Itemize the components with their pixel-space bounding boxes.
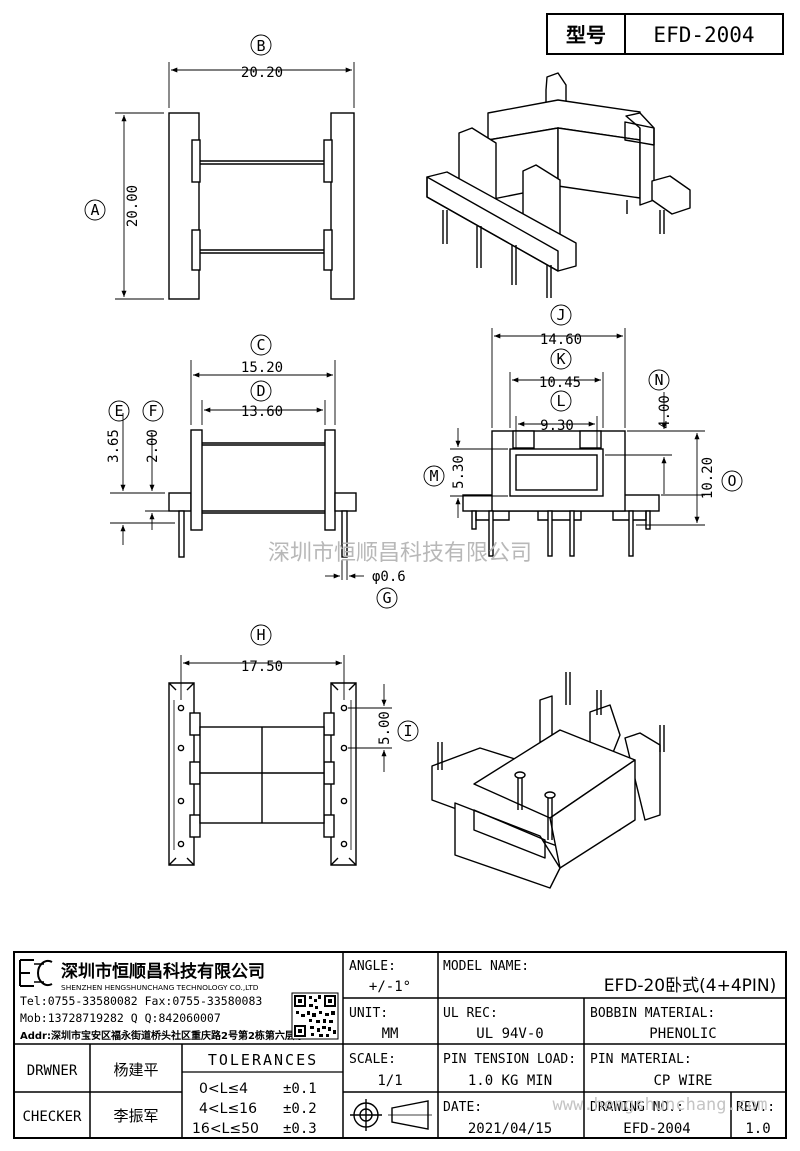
dim-f-value: 2.00 — [145, 429, 161, 463]
iso-view-top — [426, 72, 691, 298]
dim-m — [423, 428, 508, 518]
dim-o-letter: O — [727, 472, 736, 490]
scale-value: 1/1 — [377, 1073, 402, 1089]
dim-i-letter: I — [403, 722, 412, 740]
dim-n-o — [605, 369, 743, 526]
drawing-no-value: EFD-2004 — [623, 1121, 690, 1137]
dim-c-letter: C — [256, 336, 265, 354]
dim-j-letter: J — [556, 306, 565, 324]
front-view — [462, 430, 660, 557]
tol-row-1-range: 0<L≤4 — [199, 1081, 248, 1097]
bobbin-label: BOBBIN MATERIAL: — [590, 1006, 715, 1021]
tol-row-3-range: 16<L≤50 — [192, 1121, 259, 1137]
dim-g-letter: G — [382, 589, 391, 607]
dim-g-value: φ0.6 — [372, 569, 406, 585]
dim-k-value: 10.45 — [539, 375, 581, 391]
tension-value: 1.0 KG MIN — [468, 1073, 552, 1089]
dim-j-value: 14.60 — [540, 332, 582, 348]
bottom-view — [168, 682, 357, 866]
ul-value: UL 94V-0 — [476, 1026, 543, 1042]
model-title-box: 型号 EFD-2004 — [546, 13, 784, 55]
dim-a-letter: A — [90, 201, 99, 219]
date-label: DATE: — [443, 1100, 482, 1115]
company-tel: Tel:0755-33580082 Fax:0755-33580083 — [20, 994, 262, 1008]
tolerances-title: TOLERANCES — [208, 1051, 318, 1069]
company-name-cn: 深圳市恒顺昌科技有限公司 — [61, 961, 265, 982]
bobbin-value: PHENOLIC — [649, 1026, 716, 1042]
dim-h — [180, 624, 345, 700]
dim-m-letter: M — [429, 467, 438, 485]
company-name-en: SHENZHEN HENGSHUNCHANG TECHNOLOGY CO.,LT… — [61, 983, 259, 992]
dim-n-letter: N — [654, 371, 663, 389]
tension-label: PIN TENSION LOAD: — [443, 1052, 576, 1067]
side-view — [168, 429, 357, 558]
dim-j-k-l — [491, 304, 626, 448]
title-table — [13, 951, 787, 1139]
dim-l-value: 9.30 — [540, 418, 574, 434]
dim-c-d — [190, 334, 336, 425]
ul-label: UL REC: — [443, 1006, 498, 1021]
rev-value: 1.0 — [745, 1121, 770, 1137]
projection-symbol-icon — [350, 1099, 432, 1131]
unit-label: UNIT: — [349, 1006, 388, 1021]
qr-code — [291, 992, 339, 1040]
top-view — [168, 112, 355, 300]
tol-row-2-value: ±0.2 — [283, 1101, 317, 1117]
dim-l-letter: L — [556, 392, 565, 410]
dim-m-value: 5.30 — [451, 455, 467, 489]
dim-d-letter: D — [256, 382, 265, 400]
dim-g — [325, 560, 398, 609]
website-watermark: www.hengshunchang.com — [553, 1095, 768, 1115]
dim-o-value: 10.20 — [700, 457, 716, 499]
drawer-label: DRWNER — [27, 1063, 78, 1079]
dim-n-value: 4.00 — [657, 395, 673, 429]
model-name-label: MODEL NAME: — [443, 959, 529, 974]
dim-h-value: 17.50 — [241, 659, 283, 675]
company-addr: Addr:深圳市宝安区福永街道桥头社区重庆路2号第2栋第六层东 — [20, 1029, 305, 1042]
iso-view-bottom — [431, 672, 665, 889]
dim-e-value: 3.65 — [106, 429, 122, 463]
rev-label: REV.: — [736, 1100, 775, 1115]
checker-name: 李振军 — [113, 1107, 158, 1125]
angle-value: +/-1° — [369, 979, 411, 995]
drawer-name: 杨建平 — [113, 1061, 158, 1079]
dim-i — [348, 684, 419, 772]
tol-row-3-value: ±0.3 — [283, 1121, 317, 1137]
dim-d-value: 13.60 — [241, 404, 283, 420]
dim-i-value: 5.00 — [377, 711, 393, 745]
model-label: 型号 — [566, 23, 606, 47]
unit-value: MM — [382, 1026, 399, 1042]
company-mob: Mob:13728719282 Q Q:842060007 — [20, 1011, 221, 1025]
dim-c-value: 15.20 — [241, 360, 283, 376]
model-name-value: EFD-20卧式(4+4PIN) — [604, 976, 777, 996]
dim-b-letter: B — [256, 37, 265, 55]
company-logo — [19, 959, 53, 987]
pin-label: PIN MATERIAL: — [590, 1052, 692, 1067]
watermark-text: 深圳市恒顺昌科技有限公司 — [268, 541, 532, 566]
dim-k-letter: K — [556, 350, 565, 368]
model-number: EFD-2004 — [653, 23, 754, 47]
pin-value: CP WIRE — [653, 1073, 712, 1089]
drawing-no-label: DRAWING NO.: — [590, 1100, 684, 1115]
dim-e-f — [108, 400, 178, 545]
dim-e-letter: E — [114, 402, 123, 420]
dim-a — [84, 112, 164, 300]
tol-row-1-value: ±0.1 — [283, 1081, 317, 1097]
date-value: 2021/04/15 — [468, 1121, 552, 1137]
dim-b-value: 20.20 — [241, 65, 283, 81]
angle-label: ANGLE: — [349, 959, 396, 974]
scale-label: SCALE: — [349, 1052, 396, 1067]
dim-a-value: 20.00 — [125, 185, 141, 227]
dim-b — [168, 34, 355, 108]
checker-label: CHECKER — [22, 1109, 82, 1125]
tol-row-2-range: 4<L≤16 — [199, 1101, 257, 1117]
dim-h-letter: H — [256, 626, 265, 644]
dim-f-letter: F — [148, 402, 157, 420]
